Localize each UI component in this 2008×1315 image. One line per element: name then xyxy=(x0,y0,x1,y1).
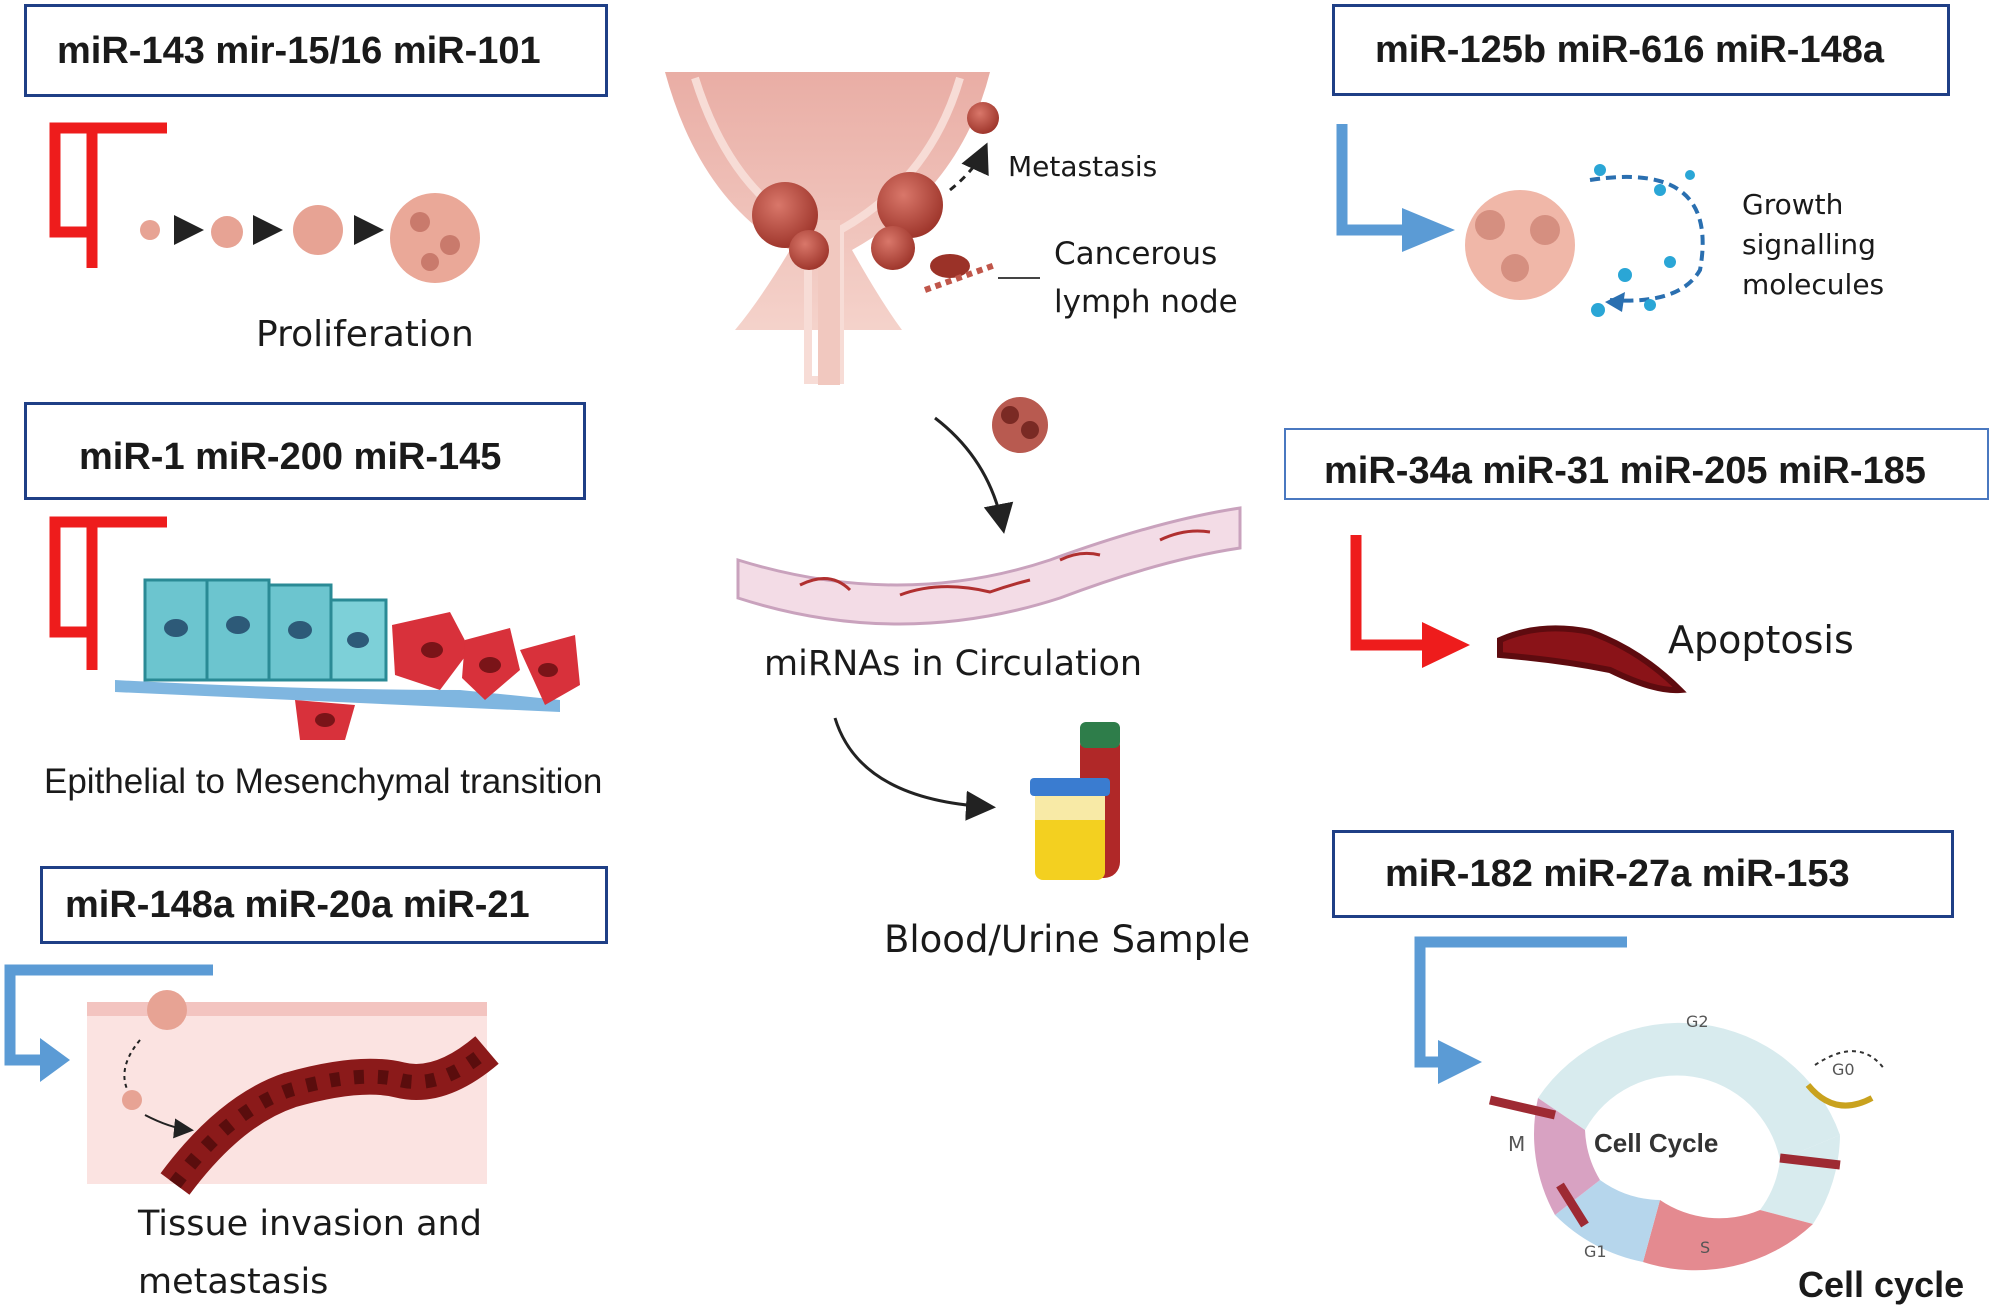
mirna-box-emt: miR-1 miR-200 miR-145 xyxy=(24,402,586,500)
phase-label-g1: G1 xyxy=(1584,1242,1607,1261)
mirna-list-apoptosis: miR-34a miR-31 miR-205 miR-185 xyxy=(1324,450,1926,492)
apoptosis-arrow xyxy=(1350,535,1470,668)
invasion-illustration xyxy=(87,990,499,1195)
label-cancerous: Cancerous xyxy=(1054,236,1218,272)
circulating-tumor-cell xyxy=(992,397,1048,453)
phase-label-m: M xyxy=(1508,1132,1526,1156)
to-sample-arrow xyxy=(833,717,996,821)
bladder-illustration xyxy=(665,72,999,385)
mirna-list-invasion: miR-148a miR-20a miR-21 xyxy=(65,884,530,926)
label-proliferation: Proliferation xyxy=(256,314,474,355)
metastasis-arrow xyxy=(949,142,989,192)
label-cell-cycle: Cell cycle xyxy=(1798,1264,1965,1305)
proliferation-cells-illustration xyxy=(140,193,480,283)
cell-cycle-center-title: Cell Cycle xyxy=(1594,1128,1719,1158)
to-circulation-arrow xyxy=(934,416,1014,534)
emt-cells-illustration xyxy=(115,578,580,740)
label-invasion-line2: metastasis xyxy=(138,1262,329,1302)
emt-inhibit-symbol xyxy=(49,516,167,670)
mirna-list-emt: miR-1 miR-200 miR-145 xyxy=(79,436,502,478)
sample-tubes-illustration xyxy=(1030,722,1120,880)
cell-cycle-ring xyxy=(1488,1022,1886,1271)
mirna-list-cell-cycle: miR-182 miR-27a miR-153 xyxy=(1385,853,1850,895)
label-apoptosis: Apoptosis xyxy=(1668,618,1854,662)
growth-promote-arrow xyxy=(1336,124,1455,252)
mirna-box-growth: miR-125b miR-616 miR-148a xyxy=(1332,4,1950,96)
label-invasion-line1: Tissue invasion and xyxy=(138,1204,482,1244)
label-molecules: molecules xyxy=(1742,268,1885,301)
label-circulation: miRNAs in Circulation xyxy=(764,644,1143,684)
mirna-list-growth: miR-125b miR-616 miR-148a xyxy=(1375,29,1884,71)
growth-signalling-illustration xyxy=(1465,164,1705,317)
label-sample: Blood/Urine Sample xyxy=(884,918,1251,961)
invasion-promote-arrow xyxy=(4,964,213,1082)
label-lymph-node: lymph node xyxy=(1054,284,1238,320)
mirna-box-invasion: miR-148a miR-20a miR-21 xyxy=(40,866,608,944)
mirna-list-proliferation: miR-143 mir-15/16 miR-101 xyxy=(57,29,541,72)
cell-cycle-promote-arrow xyxy=(1414,936,1627,1084)
phase-label-g2: G2 xyxy=(1686,1012,1709,1031)
mirna-box-cell-cycle: miR-182 miR-27a miR-153 xyxy=(1332,830,1954,918)
label-signalling: signalling xyxy=(1742,228,1876,261)
label-growth: Growth xyxy=(1742,188,1844,221)
phase-label-s: S xyxy=(1700,1238,1711,1257)
label-metastasis: Metastasis xyxy=(1008,150,1158,183)
label-emt: Epithelial to Mesenchymal transition xyxy=(44,762,603,801)
mirna-box-proliferation: miR-143 mir-15/16 miR-101 xyxy=(24,4,608,97)
blood-vessel-illustration xyxy=(736,506,1242,626)
phase-label-g0: G0 xyxy=(1832,1060,1855,1079)
mirna-box-apoptosis: miR-34a miR-31 miR-205 miR-185 xyxy=(1284,428,1989,500)
proliferation-inhibit-symbol xyxy=(49,122,167,268)
apoptotic-cell-illustration xyxy=(1497,625,1687,694)
